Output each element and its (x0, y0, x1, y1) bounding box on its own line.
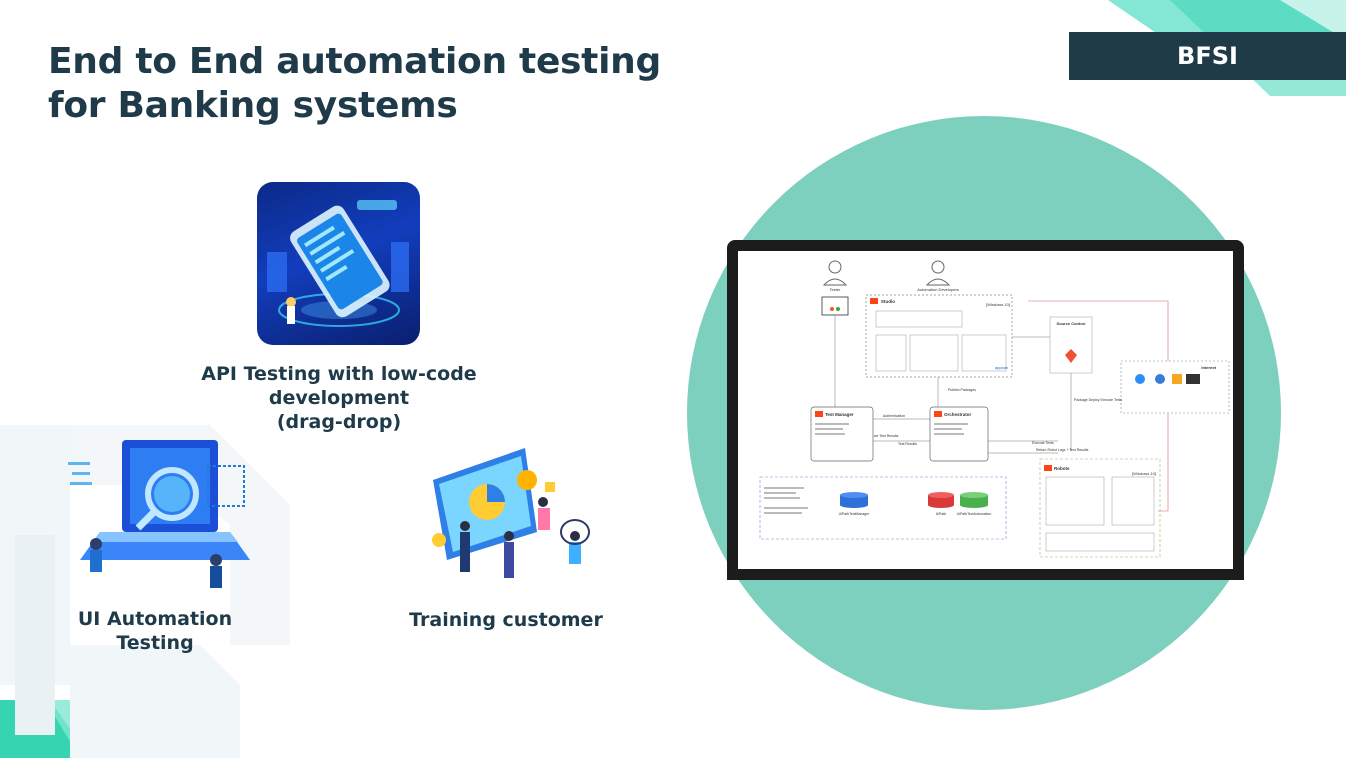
developers-icon (925, 260, 951, 286)
studio-os-label: [Windows 10] (986, 302, 1010, 307)
page-title: End to End automation testing for Bankin… (48, 40, 668, 128)
internet-label: Internet (1201, 365, 1216, 370)
developers-label: Automation Developers (917, 287, 959, 292)
robots-label: Robots (1054, 466, 1070, 471)
publish-packages-label: Publish Packages (948, 388, 976, 392)
source-control-label: Source Control (1057, 321, 1086, 326)
db-uipath-icon (928, 492, 954, 508)
api-testing-caption: API Testing with low-code development (d… (140, 362, 538, 434)
db-uipath-label: UiPath (936, 512, 947, 516)
appium-label: appium (995, 365, 1009, 370)
api-testing-sublabel: (drag-drop) (276, 411, 402, 433)
title-line-2: for Banking systems (48, 85, 458, 126)
package-deploy-label: Package Deploy Execute Tests (1074, 398, 1122, 402)
execute-tests-label: Execute Tests (1032, 441, 1054, 445)
live-results-label: Live Test Results (872, 434, 899, 438)
internet-box (1120, 360, 1230, 414)
test-manager-label: Test Manager (825, 412, 854, 417)
return-logs-label: Return Robot Logs + Test Results (1036, 448, 1089, 452)
api-testing-label: API Testing with low-code development (201, 363, 477, 409)
training-illustration (432, 448, 590, 578)
db-test-automation-icon (960, 492, 988, 508)
db-test-manager-icon (840, 492, 868, 508)
tester-label: Tester (830, 287, 842, 292)
test-results-label: Test Results (898, 442, 917, 446)
training-caption: Training customer (409, 609, 603, 631)
studio-label: Studio (881, 299, 895, 304)
db-test-automation-label: UiPathTestAutomation (957, 512, 992, 516)
test-manager-screen-icon (821, 296, 849, 316)
architecture-diagram: Tester Automation Developers Studio [Win… (738, 251, 1233, 569)
authentication-label: Authentication (883, 414, 905, 418)
industry-tag: BFSI (1069, 32, 1346, 80)
orchestrator-label: Orchestrator (944, 412, 972, 417)
tester-icon (822, 260, 848, 286)
ui-automation-illustration (68, 440, 250, 588)
title-line-1: End to End automation testing (48, 41, 661, 82)
api-testing-illustration (257, 182, 420, 345)
robots-os-label: [Windows 10] (1132, 471, 1156, 476)
database-box (759, 476, 1007, 540)
studio-box (865, 294, 1013, 378)
db-test-manager-label: UiPathTestManager (839, 512, 871, 516)
robots-box (1039, 458, 1161, 558)
ui-automation-caption: UI Automation Testing (77, 608, 233, 654)
